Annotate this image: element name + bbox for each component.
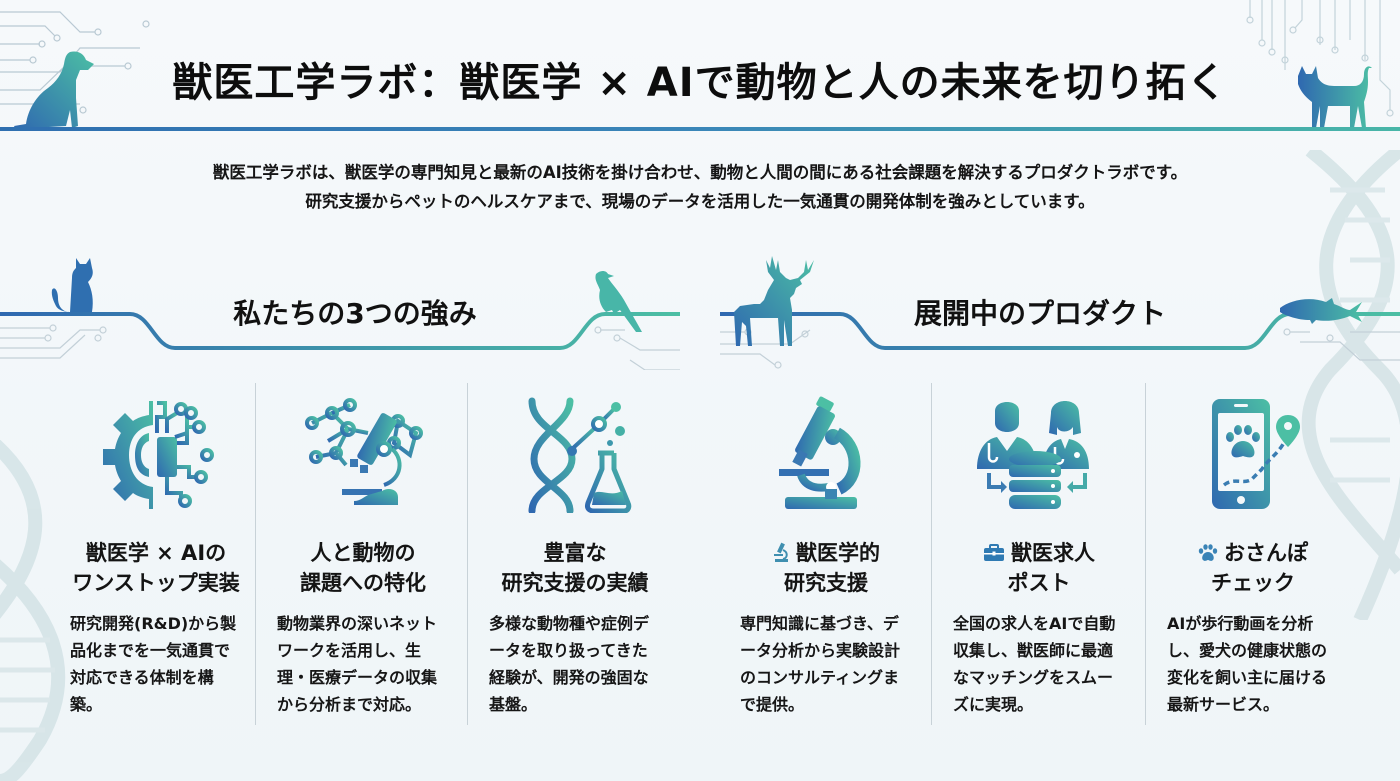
product-3-title-text: おさんぽ [1224, 541, 1308, 565]
intro-line-1: 獣医工学ラボは、獣医学の専門知見と最新のAI技術を掛け合わせ、動物と人間の間にあ… [212, 163, 1188, 182]
product-2-title-line1: 獣医求人 [983, 538, 1095, 568]
microscope-network-icon [288, 385, 438, 520]
product-2-title: 獣医求人 ポスト [983, 538, 1095, 598]
product-3-title-line2: チェック [1211, 571, 1295, 595]
microscope-small-icon [772, 542, 790, 562]
column-divider [255, 383, 256, 725]
strength-card-3: 豊富な 研究支援の実績 多様な動物種や症例データを取り扱ってきた経験が、開発の強… [472, 385, 678, 725]
column-divider [931, 383, 932, 725]
circuit-lines-top-right [1246, 0, 1394, 117]
doctors-database-icon [964, 385, 1114, 520]
product-card-3: おさんぽ チェック AIが歩行動画を分析し、愛犬の健康状態の変化を飼い主に届ける… [1150, 385, 1356, 725]
strength-1-title: 獣医学 × AIの ワンストップ実装 [72, 538, 240, 598]
product-3-title-line1: おさんぽ [1198, 538, 1308, 568]
products-section-title: 展開中のプロダクト [913, 297, 1166, 330]
strength-card-1: 獣医学 × AIの ワンストップ実装 研究開発(R&D)から製品化までを一気通貫… [58, 385, 254, 725]
strength-3-title-line1: 豊富な [543, 541, 607, 565]
product-2-body: 全国の求人をAIで自動収集し、獣医師に最適なマッチングをスムーズに実現。 [953, 614, 1116, 714]
column-divider [467, 383, 468, 725]
strength-2-title-line1: 人と動物の [310, 541, 416, 565]
dog-silhouette [14, 51, 94, 131]
paw-icon [1198, 544, 1218, 562]
strengths-banner-line [0, 258, 680, 370]
product-1-title-line2: 研究支援 [784, 571, 868, 595]
product-1-title: 獣医学的 研究支援 [772, 538, 880, 598]
product-1-title-line1: 獣医学的 [772, 538, 880, 568]
strength-1-body: 研究開発(R&D)から製品化までを一気通貫で対応できる体制を構築。 [70, 614, 237, 714]
product-3-title: おさんぽ チェック [1198, 538, 1308, 598]
title-underline [0, 127, 1400, 131]
dna-flask-icon [500, 385, 650, 520]
strength-3-body: 多様な動物種や症例データを取り扱ってきた経験が、開発の強固な基盤。 [489, 614, 650, 714]
intro-text: 獣医工学ラボは、獣医学の専門知見と最新のAI技術を掛け合わせ、動物と人間の間にあ… [60, 158, 1340, 216]
strength-card-2: 人と動物の 課題への特化 動物業界の深いネットワークを活用し、生理・医療データの… [260, 385, 466, 725]
product-1-title-text: 獣医学的 [796, 541, 880, 565]
cat-silhouette-header [1298, 66, 1372, 128]
briefcase-icon [983, 544, 1005, 562]
strength-1-title-line2: ワンストップ実装 [72, 571, 240, 595]
strength-2-title-line2: 課題への特化 [300, 571, 426, 595]
strength-2-body: 動物業界の深いネットワークを活用し、生理・医療データの収集から分析まで対応。 [277, 614, 438, 714]
strength-2-title: 人と動物の 課題への特化 [300, 538, 426, 598]
dna-decoration-left [0, 440, 66, 781]
product-card-2: 獣医求人 ポスト 全国の求人をAIで自動収集し、獣医師に最適なマッチングをスムー… [936, 385, 1142, 725]
product-2-title-line2: ポスト [1007, 571, 1071, 595]
product-1-body: 専門知識に基づき、データ分析から実験設計のコンサルティングまで提供。 [740, 614, 901, 714]
strengths-section-title: 私たちの3つの強み [233, 297, 477, 330]
column-divider [1145, 383, 1146, 725]
strength-3-title-line2: 研究支援の実績 [501, 571, 649, 595]
gear-circuit-icon [81, 385, 231, 520]
products-banner-line [720, 256, 1400, 369]
product-3-body: AIが歩行動画を分析し、愛犬の健康状態の変化を飼い主に届ける最新サービス。 [1167, 614, 1328, 714]
page-title: 獣医工学ラボ：獣医学 × AIで動物と人の未来を切り拓く [172, 60, 1228, 106]
phone-paw-map-icon [1178, 385, 1328, 520]
microscope-icon [751, 385, 901, 520]
dna-decoration-right [1301, 150, 1400, 620]
intro-line-2: 研究支援からペットのヘルスケアまで、現場のデータを活用した一気通貫の開発体制を強… [305, 192, 1095, 211]
product-card-1: 獣医学的 研究支援 専門知識に基づき、データ分析から実験設計のコンサルティングま… [726, 385, 926, 725]
strength-1-title-line1: 獣医学 × AIの [85, 541, 227, 565]
strength-3-title: 豊富な 研究支援の実績 [502, 538, 649, 598]
product-2-title-text: 獣医求人 [1011, 541, 1095, 565]
